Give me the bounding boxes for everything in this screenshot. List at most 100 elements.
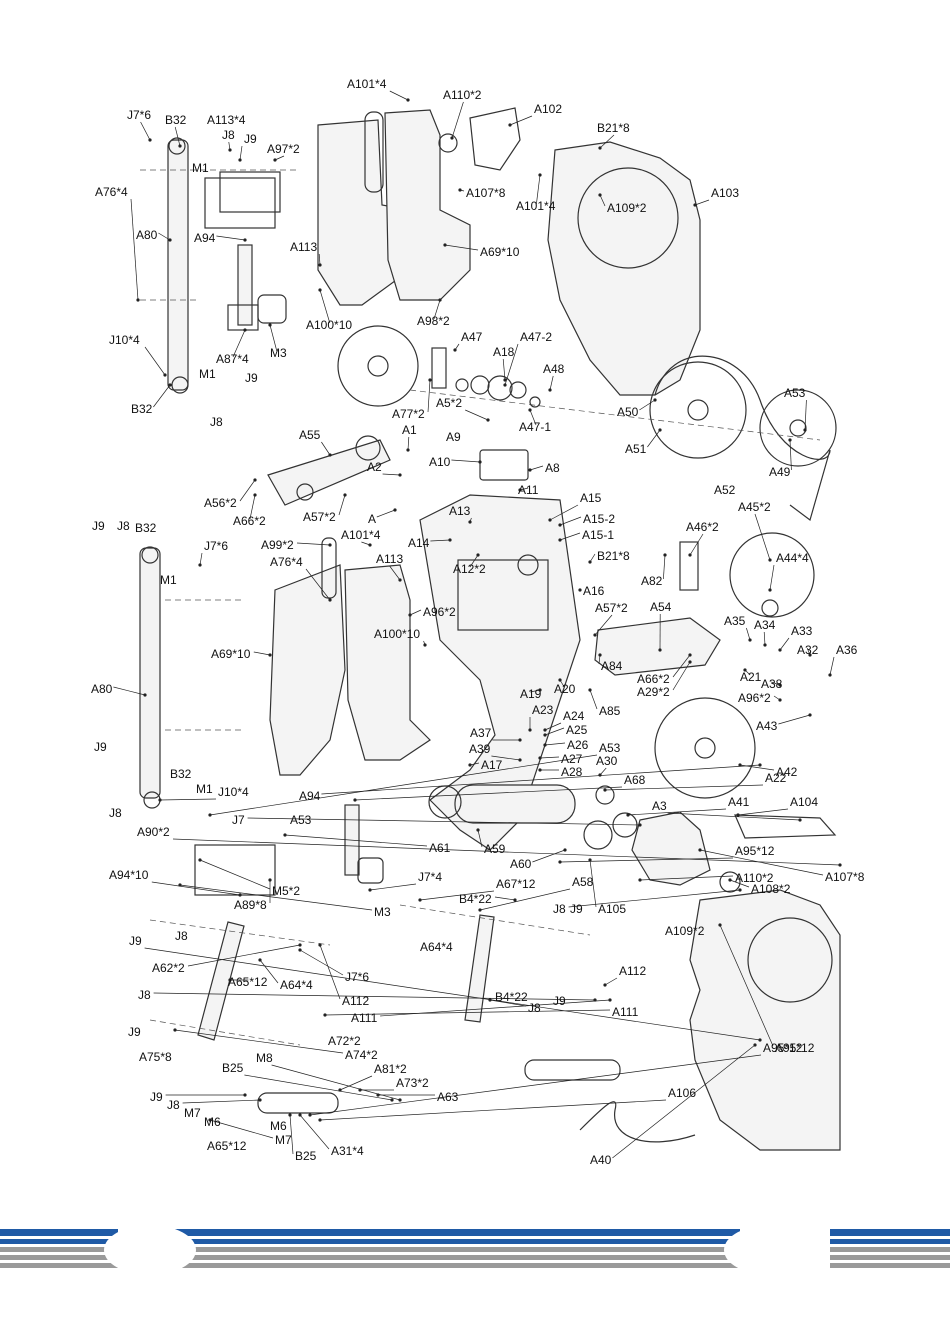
part-label: A14 <box>408 536 430 550</box>
leader-dot <box>608 998 612 1002</box>
leader-dot <box>593 633 597 637</box>
leader-dot <box>518 488 522 492</box>
part-label: A38 <box>761 677 783 691</box>
leader-dot <box>136 298 140 302</box>
leader-dot <box>168 383 172 387</box>
leader-line <box>318 253 321 266</box>
leader-dot <box>318 1118 322 1122</box>
part-label: A65*12 <box>228 975 268 989</box>
part-label: A1 <box>402 423 417 437</box>
leader-line <box>376 509 396 518</box>
part-label: A82 <box>641 574 663 588</box>
leader-dot <box>508 123 512 127</box>
leader-line <box>144 947 761 1041</box>
part-label: A48 <box>543 362 565 376</box>
leader-line <box>244 1074 393 1101</box>
leader-dot <box>748 638 752 642</box>
part-label: A47-1 <box>519 420 551 434</box>
leader-line <box>339 1075 373 1091</box>
part-label: A81*2 <box>374 1062 407 1076</box>
leader-line <box>672 661 691 691</box>
leader-dot <box>178 883 182 887</box>
part-label: A89*8 <box>234 898 267 912</box>
leader-dot <box>298 948 302 952</box>
part-label: A69*10 <box>211 647 251 661</box>
part-label: A56*2 <box>204 496 237 510</box>
leader-line <box>271 1064 401 1101</box>
leader-line <box>305 568 331 601</box>
leader-dot <box>798 818 802 822</box>
part-label: A104 <box>790 795 818 809</box>
leader-dot <box>738 763 742 767</box>
part-label: A62*2 <box>152 961 185 975</box>
leader-dot <box>543 733 547 737</box>
leader-dot <box>253 493 257 497</box>
part-label: A <box>368 512 376 526</box>
part-label: A111 <box>351 1011 378 1025</box>
part-label: A80 <box>91 682 113 696</box>
leader-dot <box>548 388 552 392</box>
part-label: J8 <box>175 929 188 943</box>
part-label: A8 <box>545 461 560 475</box>
part-label: A108*2 <box>751 882 791 896</box>
part-label: A66*2 <box>233 514 266 528</box>
leader-line <box>589 689 598 710</box>
part-label: A99*2 <box>261 538 294 552</box>
leader-line <box>209 754 598 816</box>
leader-dot <box>368 543 372 547</box>
leader-line <box>407 436 410 451</box>
leader-line <box>309 1054 762 1116</box>
leader-dot <box>453 348 457 352</box>
leader-line <box>544 727 565 736</box>
leader-dot <box>693 203 697 207</box>
part-label: A64*4 <box>420 940 453 954</box>
part-label: A103 <box>711 186 739 200</box>
leader-dot <box>163 373 167 377</box>
leader-dot <box>328 453 332 457</box>
leader-dot <box>488 998 492 1002</box>
leader-line <box>382 473 401 476</box>
leader-line <box>239 145 243 161</box>
leader-dot <box>273 158 277 162</box>
leader-line <box>174 1029 344 1054</box>
leader-lines <box>113 90 842 1159</box>
part-label: A32 <box>797 643 819 657</box>
part-label: B21*8 <box>597 549 630 563</box>
part-label: A43 <box>756 719 778 733</box>
part-label: A65*12 <box>207 1139 247 1153</box>
leader-dot <box>308 1113 312 1117</box>
leader-dot <box>398 1098 402 1102</box>
part-label: A94*10 <box>109 868 149 882</box>
part-label: A57*2 <box>595 601 628 615</box>
leader-dot <box>588 858 592 862</box>
part-label: A15-1 <box>582 528 614 542</box>
leader-line <box>232 329 246 358</box>
leader-dot <box>638 823 642 827</box>
leader-dot <box>598 773 602 777</box>
footer-stripe-blue <box>0 1229 950 1236</box>
leader-line <box>494 896 516 901</box>
leader-line <box>804 399 807 431</box>
leader-dot <box>178 144 182 148</box>
leader-line <box>667 812 801 821</box>
leader-dot <box>758 1038 762 1042</box>
leader-line <box>253 651 271 656</box>
part-label: A29*2 <box>637 685 670 699</box>
part-label: A76*4 <box>95 185 128 199</box>
leader-line <box>409 609 422 616</box>
leader-dot <box>423 643 427 647</box>
leader-dot <box>168 238 172 242</box>
part-label: A63 <box>437 1090 459 1104</box>
part-label: M1 <box>199 367 216 381</box>
part-label: A49 <box>769 465 791 479</box>
leader-line <box>151 881 241 896</box>
part-label: J9 <box>245 371 258 385</box>
part-label: J7*4 <box>418 870 442 884</box>
part-label: A59 <box>484 842 506 856</box>
part-label: A25 <box>566 723 588 737</box>
leader-dot <box>688 653 692 657</box>
part-label: A19 <box>520 687 542 701</box>
leader-dot <box>353 798 357 802</box>
part-label: A95*12 <box>775 1041 815 1055</box>
